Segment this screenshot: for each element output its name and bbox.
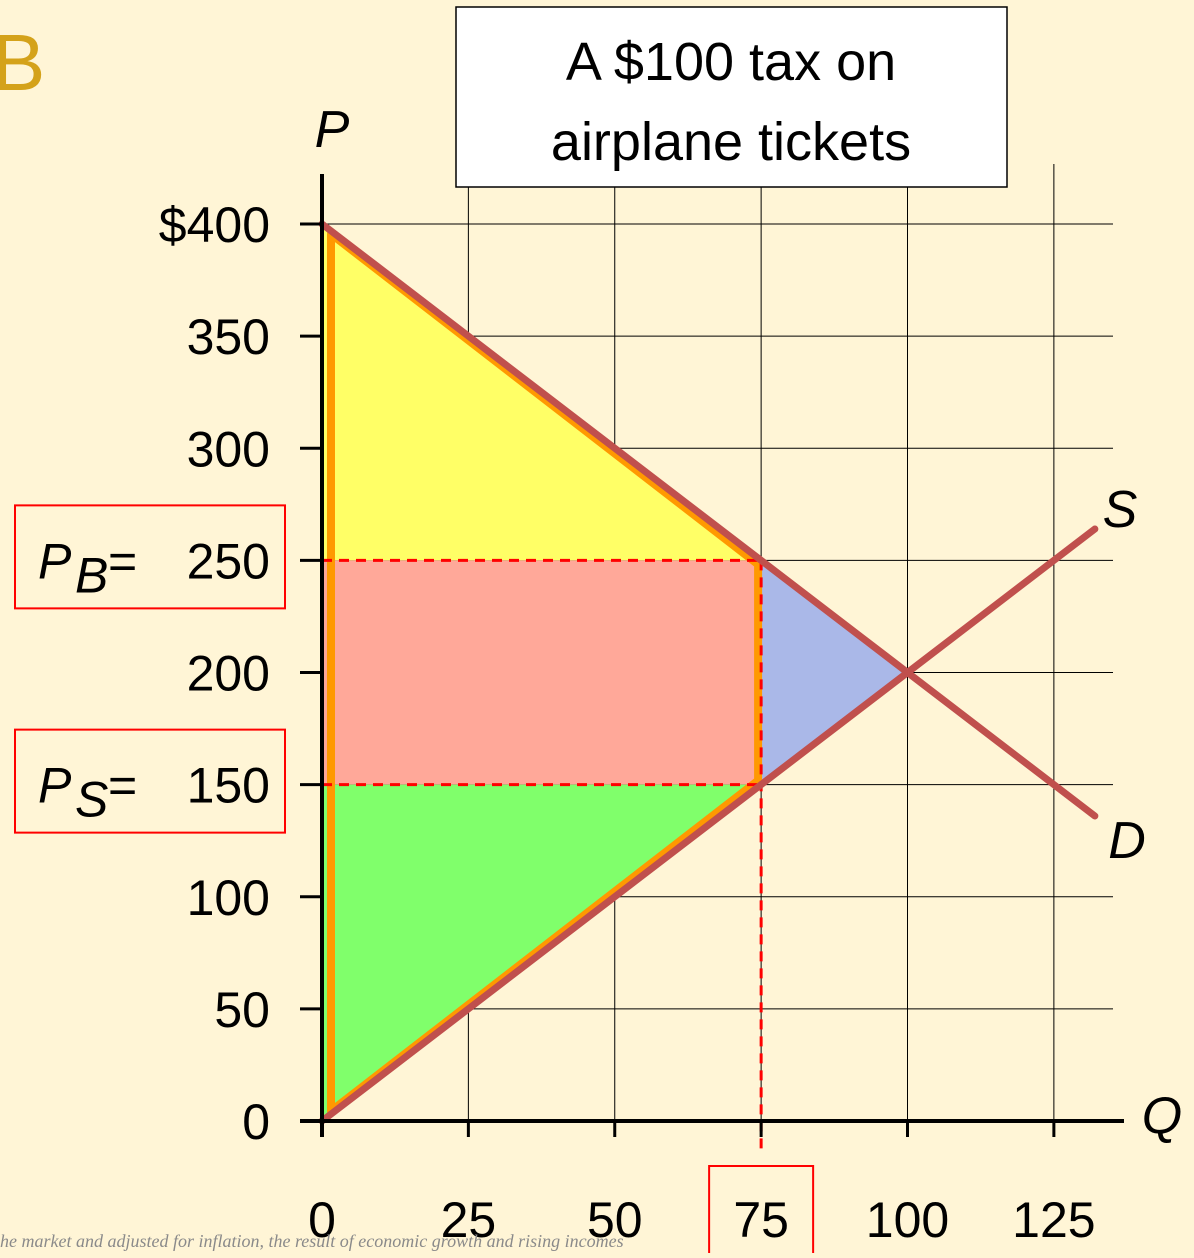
ps-label-value: 150 [187, 758, 270, 814]
highlighted-x-tick-box [708, 1165, 815, 1258]
pb-label-box [14, 504, 286, 610]
highlight-outline [327, 230, 763, 1115]
demand-label: D [1108, 812, 1146, 870]
guide-lines [322, 558, 763, 1151]
ps-label-equals: = [108, 758, 137, 814]
x-tick-label-4: 100 [866, 1192, 949, 1248]
title-box [455, 6, 1008, 188]
x-tick-label-3: 75 [733, 1192, 789, 1248]
y-tick-label-1: 50 [214, 982, 270, 1038]
demand-curve [318, 220, 1099, 820]
deadweight-loss-area [761, 560, 908, 785]
title-line-1: A $100 tax on [566, 32, 896, 92]
ps-label-box [14, 728, 286, 834]
y-tick-label-2: 100 [187, 870, 270, 926]
x-tick-label-1: 25 [441, 1192, 497, 1248]
ps-label-subscript: S [75, 772, 108, 828]
axis-label-q: Q [1142, 1087, 1182, 1145]
pb-label-value: 250 [187, 533, 270, 589]
y-tick-label-7: 350 [187, 309, 270, 365]
supply-curve [318, 525, 1099, 1125]
pb-label-symbol: P [38, 533, 72, 589]
highlight-outline-group [327, 230, 763, 1115]
curves [318, 220, 1099, 1125]
x-tick-label-2: 50 [587, 1192, 643, 1248]
y-tick-label-4: 200 [187, 646, 270, 702]
footer-text: he market and adjusted for inflation, th… [0, 1231, 624, 1251]
x-tick-label-5: 125 [1012, 1192, 1095, 1248]
y-tick-label-8: $400 [159, 197, 270, 253]
tax-revenue-area [322, 560, 762, 785]
pb-label-subscript: B [75, 547, 108, 603]
x-tick-label-0: 0 [308, 1192, 336, 1248]
axes [300, 174, 1124, 1137]
supply-label: S [1103, 481, 1138, 539]
ps-label-symbol: P [38, 758, 72, 814]
corner-letter: B [0, 18, 45, 107]
y-tick-label-6: 300 [187, 421, 270, 477]
axis-label-p: P [315, 101, 350, 159]
pb-label-equals: = [108, 533, 137, 589]
title-line-2: airplane tickets [551, 112, 911, 172]
y-tick-label-0: 0 [242, 1094, 270, 1150]
